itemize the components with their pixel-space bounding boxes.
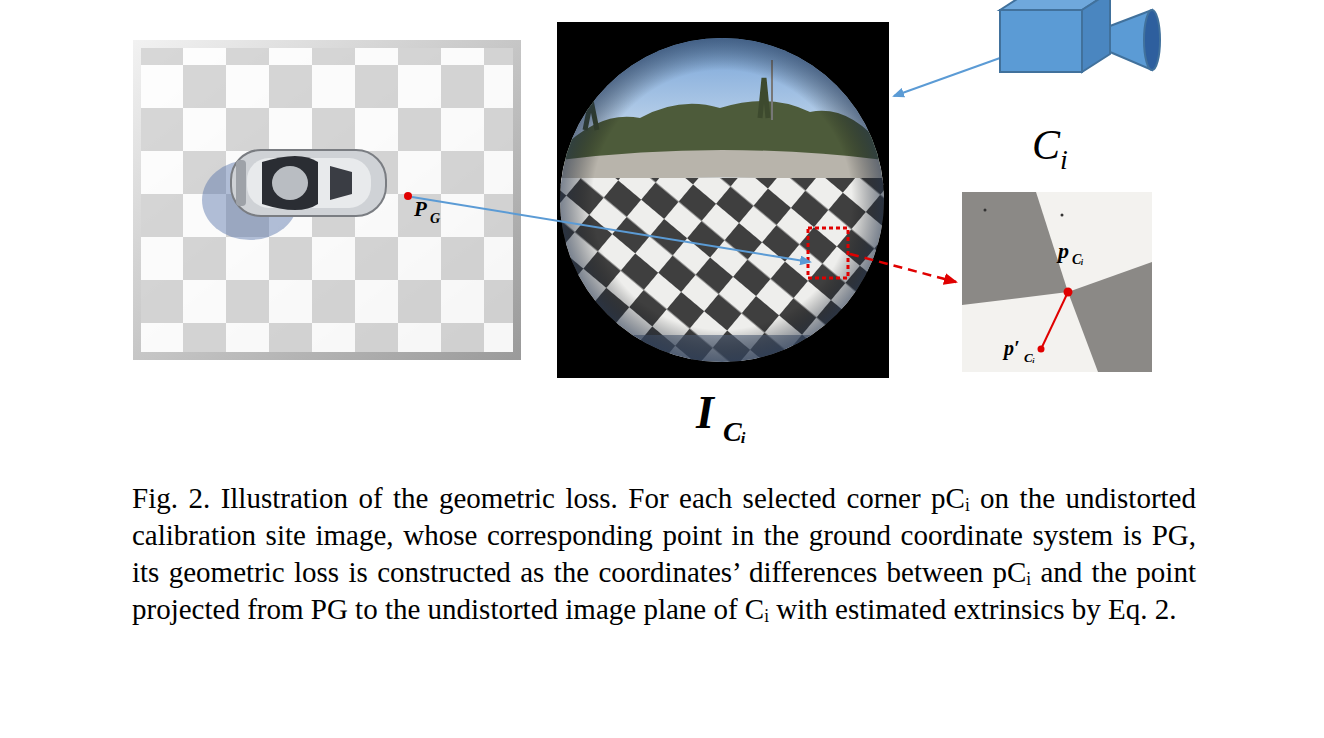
image-label: I bbox=[696, 390, 714, 436]
camera-label: C bbox=[1032, 124, 1060, 166]
corner-label: p bbox=[1058, 240, 1069, 262]
camera-arrow bbox=[894, 58, 1000, 96]
projected-subscript: Cᵢ bbox=[1024, 351, 1035, 364]
point-subscript: G bbox=[430, 212, 440, 226]
fisheye-image bbox=[557, 22, 889, 380]
projection-arrow bbox=[412, 197, 810, 262]
image-subscript: Cᵢ bbox=[723, 418, 746, 446]
car bbox=[231, 150, 386, 216]
camera-icon bbox=[1000, 0, 1160, 72]
point-dot bbox=[404, 192, 412, 200]
zoom-arrow bbox=[850, 254, 956, 282]
corner-subscript: Cᵢ bbox=[1072, 253, 1084, 267]
calibration-board bbox=[133, 40, 521, 360]
projected-label: p′ bbox=[1004, 338, 1020, 358]
point-label: P bbox=[414, 199, 427, 220]
camera-subscript: i bbox=[1060, 146, 1068, 174]
zoom-inset bbox=[962, 192, 1152, 372]
figure-caption: Fig. 2. Illustration of the geometric lo… bbox=[132, 480, 1196, 628]
